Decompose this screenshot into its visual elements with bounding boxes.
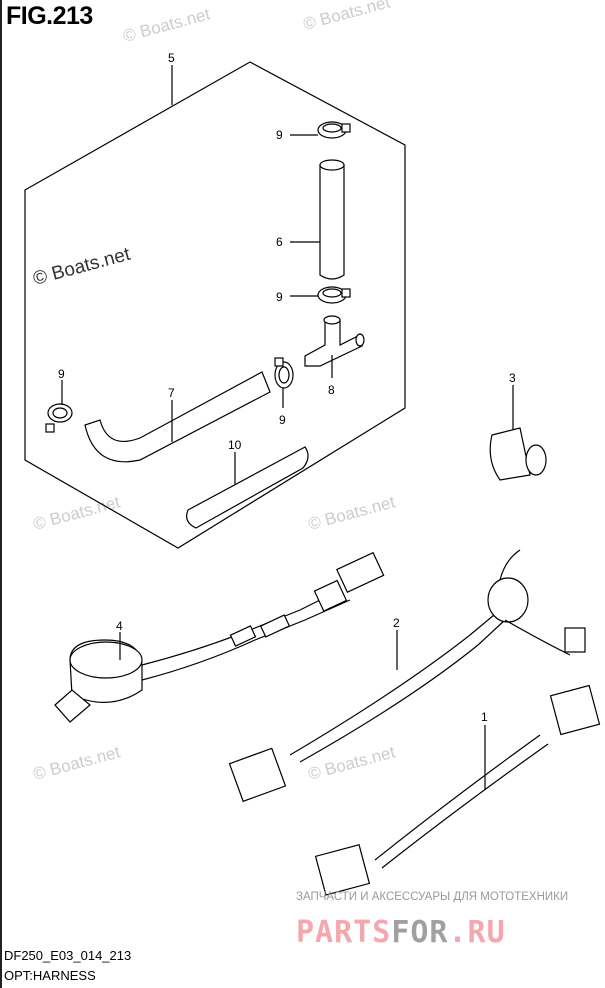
frame-border: [0, 0, 2, 988]
watermark: © Boats.net: [31, 492, 122, 533]
part-2-harness: [228, 549, 586, 803]
part-7-bent-hose: [84, 371, 271, 463]
watermark: © Boats.net: [306, 492, 397, 533]
part-4-sensor-harness: [54, 551, 385, 723]
callout-6: 6: [276, 235, 283, 249]
callout-7: 7: [168, 386, 175, 400]
watermark: © Boats.net: [121, 4, 212, 45]
figure-title: FIG.213: [6, 2, 93, 30]
part-9-clamp: [274, 357, 294, 389]
callout-3: 3: [509, 371, 516, 385]
part-9-clamp: [317, 121, 351, 139]
callout-2: 2: [393, 616, 400, 630]
part-3-plug: [489, 427, 547, 481]
part-10-hose: [186, 446, 309, 529]
callout-8: 8: [328, 383, 335, 397]
watermark-tagline: ЗАПЧАСТИ И АКСЕССУАРЫ ДЛЯ МОТОТЕХНИКИ: [296, 891, 568, 903]
kit-bag-outline: [24, 61, 406, 549]
watermark-brand: PARTSFOR.RU: [296, 915, 506, 950]
callout-9: 9: [279, 413, 286, 427]
part-1-harness: [314, 684, 601, 896]
diagram-name: OPT:HARNESS: [4, 968, 96, 983]
callout-5: 5: [168, 51, 175, 65]
leader-lines: [61, 65, 514, 790]
watermark: © Boats.net: [31, 244, 133, 290]
part-8-t-fitting: [304, 315, 365, 367]
watermark: © Boats.net: [301, 0, 392, 34]
part-9-clamp: [45, 403, 73, 433]
part-6-hose: [319, 159, 345, 280]
watermark: © Boats.net: [306, 742, 397, 783]
callout-1: 1: [481, 710, 488, 724]
callout-4: 4: [116, 619, 123, 633]
part-9-clamp: [317, 286, 351, 304]
watermark: © Boats.net: [31, 742, 122, 783]
callout-9: 9: [276, 290, 283, 304]
callout-10: 10: [228, 438, 242, 452]
diagram-code: DF250_E03_014_213: [4, 948, 132, 963]
callout-9: 9: [276, 128, 283, 142]
callout-9: 9: [58, 367, 65, 381]
